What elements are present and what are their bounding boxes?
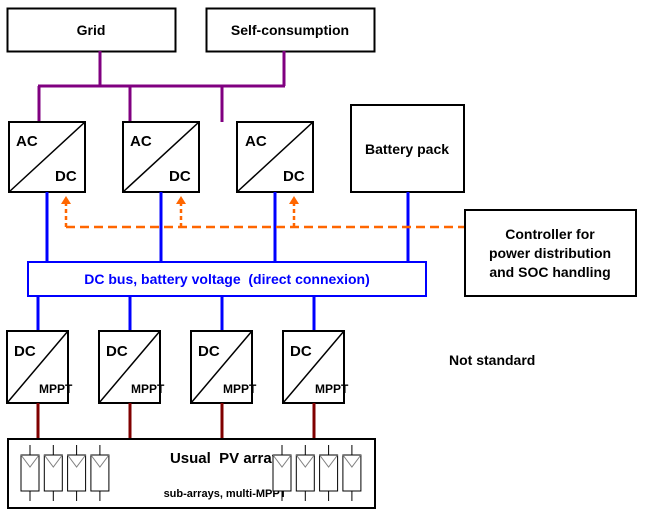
- inverter-1-dc-label: DC: [55, 168, 77, 185]
- pv-module-left-4: [90, 445, 110, 501]
- pv-module-right-3: [319, 445, 339, 501]
- grid-label: Grid: [77, 22, 106, 38]
- mppt-4-dc-label: DC: [290, 343, 312, 360]
- inverter-1: AC DC: [8, 121, 86, 193]
- pv-module-right-4: [342, 445, 362, 501]
- self-consumption-node: Self-consumption: [205, 7, 376, 53]
- dc-bus-label: DC bus, battery voltage (direct connexio…: [84, 271, 370, 287]
- inverter-3-ac-label: AC: [245, 133, 267, 150]
- pv-module-right-2: [295, 445, 315, 501]
- inverter-2-dc-label: DC: [169, 168, 191, 185]
- control-links: [64, 203, 465, 229]
- controller-label-line-3: and SOC handling: [489, 264, 610, 280]
- arrowhead-3: [289, 196, 299, 204]
- inverter-3: AC DC: [236, 121, 314, 193]
- mppt-1-mppt-label: MPPT: [39, 382, 73, 396]
- control-arrowheads: [61, 196, 299, 204]
- self-consumption-label: Self-consumption: [231, 22, 349, 38]
- mppt-4-mppt-label: MPPT: [315, 382, 349, 396]
- pv-module-left-3: [67, 445, 87, 501]
- mppt-3-mppt-label: MPPT: [223, 382, 257, 396]
- arrowhead-1: [61, 196, 71, 204]
- pv-module-right-1: [272, 445, 292, 501]
- mppt-2-dc-label: DC: [106, 343, 128, 360]
- pv-array-title: Usual PV array: [170, 450, 281, 467]
- arrowhead-2: [176, 196, 186, 204]
- mppt-converter-2: DC MPPT: [98, 330, 165, 404]
- mppt-converter-1: DC MPPT: [6, 330, 73, 404]
- battery-pack-node: Battery pack: [350, 104, 465, 193]
- mppt-converter-3: DC MPPT: [190, 330, 257, 404]
- mppt-1-dc-label: DC: [14, 343, 36, 360]
- not-standard-label: Not standard: [449, 352, 535, 368]
- ac-links: [37, 51, 286, 122]
- inverter-3-dc-label: DC: [283, 168, 305, 185]
- controller-label-line-1: Controller for: [505, 226, 595, 242]
- pv-array-node: Usual PV array sub-arrays, multi-MPPT: [7, 438, 376, 509]
- dc-links-lower: [36, 296, 316, 331]
- controller-node: Controller for power distribution and SO…: [464, 209, 637, 297]
- inverter-1-ac-label: AC: [16, 133, 38, 150]
- inverter-2-ac-label: AC: [130, 133, 152, 150]
- pv-links: [36, 403, 316, 438]
- pv-module-left-2: [43, 445, 63, 501]
- mppt-2-mppt-label: MPPT: [131, 382, 165, 396]
- mppt-converter-4: DC MPPT: [282, 330, 349, 404]
- pv-array-subtitle: sub-arrays, multi-MPPT: [164, 488, 287, 500]
- pv-module-left-1: [20, 445, 40, 501]
- grid-node: Grid: [6, 7, 177, 53]
- dc-bus: DC bus, battery voltage (direct connexio…: [27, 261, 427, 297]
- controller-label-line-2: power distribution: [489, 245, 611, 261]
- battery-pack-label: Battery pack: [365, 141, 449, 157]
- pv-modules: [20, 445, 362, 501]
- mppt-3-dc-label: DC: [198, 343, 220, 360]
- inverter-2: AC DC: [122, 121, 200, 193]
